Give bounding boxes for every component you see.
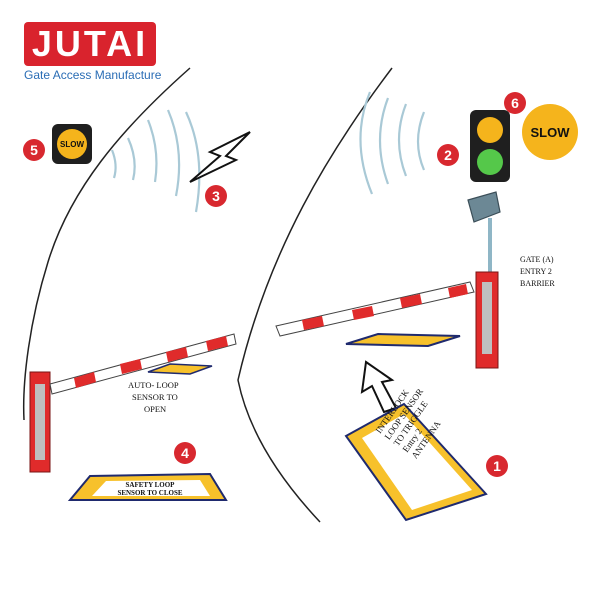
antenna-waves-right [359,91,426,195]
antenna-icon [467,191,501,280]
tagline: Gate Access Manufacture [24,68,162,82]
safety-loop-line-2: SENSOR TO CLOSE [117,489,182,497]
up-arrow-icon [360,360,398,414]
safety-loop: SAFETY LOOP SENSOR TO CLOSE [67,472,228,501]
gate-label-line-1: GATE (A) [520,255,554,264]
logo-text: JUTAI [31,23,149,64]
antenna-waves-left [110,109,201,213]
callout-2-text: 2 [444,147,452,163]
callout-1-text: 1 [493,458,501,474]
callout-5: 5 [23,139,45,161]
gate-label-line-2: ENTRY 2 [520,267,552,276]
callout-3-text: 3 [212,188,220,204]
callout-3: 3 [205,185,227,207]
loop-right [345,332,461,348]
callout-5-text: 5 [30,142,38,158]
road-edge-left [22,67,191,421]
lightning-arrow-icon [189,131,251,183]
callout-2: 2 [437,144,459,166]
callout-4: 4 [174,442,196,464]
auto-loop-line-2: SENSOR TO [132,392,178,402]
traffic-light-icon [470,110,510,182]
gate-label: GATE (A) ENTRY 2 BARRIER [520,255,555,288]
barrier-right [275,271,499,369]
slow-sign-left-text: SLOW [60,140,84,149]
road-edge-middle [237,67,393,523]
slow-sign-right: SLOW [522,104,578,160]
gate-label-line-3: BARRIER [520,279,555,288]
callout-4-text: 4 [181,445,189,461]
callout-1: 1 [486,455,508,477]
interlock-card: INTERLOCK LOOP SENSOR TO TRIGGLE Entry 2… [344,387,488,522]
auto-loop-label: AUTO- LOOP SENSOR TO OPEN [128,380,179,414]
slow-sign-left: SLOW [52,124,92,164]
auto-loop-line-3: OPEN [144,404,166,414]
jutai-logo: JUTAI [24,22,156,66]
callout-6-text: 6 [511,95,519,111]
auto-loop-line-1: AUTO- LOOP [128,380,179,390]
callout-6: 6 [504,92,526,114]
slow-sign-right-text: SLOW [531,125,571,140]
safety-loop-line-1: SAFETY LOOP [126,481,176,489]
barrier-left [29,333,237,473]
loop-auto [147,363,213,375]
